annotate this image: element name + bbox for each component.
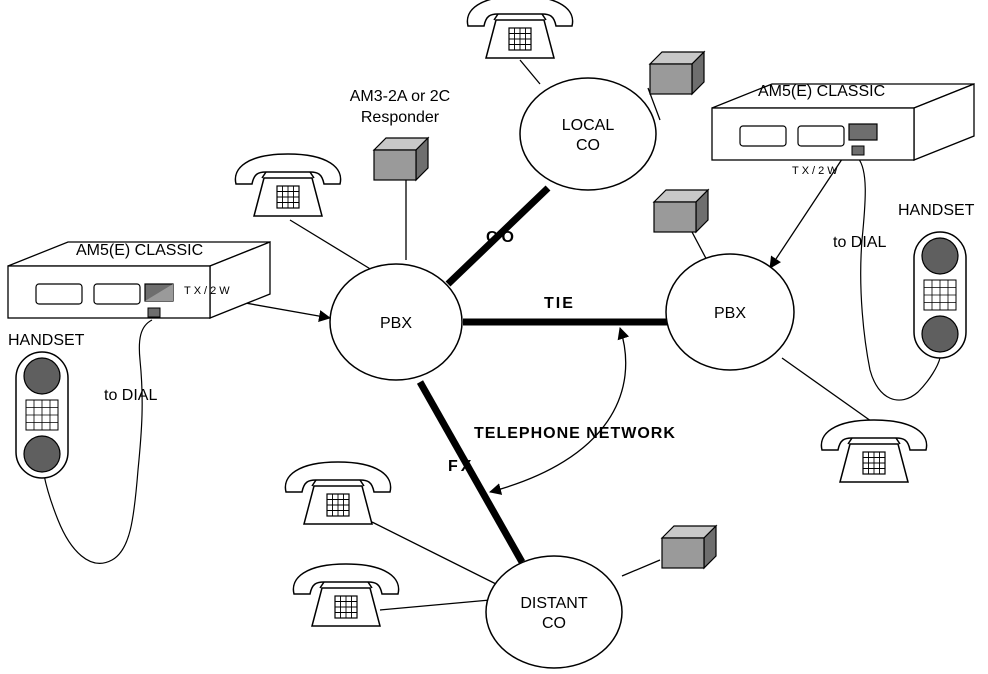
left-dial-cord: [43, 319, 153, 564]
local-co-label-line2: CO: [576, 137, 600, 154]
telephone-icon: [466, 0, 574, 59]
right-pbx-label: PBX: [714, 305, 746, 322]
left-classic-label: AM5(E) CLASSIC: [76, 242, 203, 259]
equipment-box-icon: [661, 525, 717, 569]
left-pbx-label: PBX: [380, 315, 412, 332]
handset-right-label: HANDSET: [898, 202, 975, 219]
co-trunk: [445, 185, 551, 287]
left-pbx: PBX: [329, 263, 463, 381]
right-am5e-classic-unit: [711, 83, 975, 161]
telephone-icon: [284, 461, 392, 525]
equipment-box-icon: [653, 189, 709, 233]
right-dial-cord: [857, 157, 941, 401]
right-pbx: PBX: [665, 253, 795, 371]
left-handset-icon: [15, 351, 69, 479]
trunk-lines: [416, 185, 668, 564]
distant-co-label-line2: CO: [542, 615, 566, 632]
responder-label-line1: AM3-2A or 2C: [350, 88, 450, 105]
handset-left-label: HANDSET: [8, 332, 85, 349]
local-co-label-line1: LOCAL: [562, 117, 615, 134]
connection-lines: [289, 59, 879, 611]
fx-link-label: FX: [448, 458, 474, 475]
right-classic-label: AM5(E) CLASSIC: [758, 83, 885, 100]
distant-co-label-line1: DISTANT: [520, 595, 587, 612]
local-co: LOCAL CO: [519, 77, 657, 191]
tx2w-left-label: TX/2W: [184, 285, 233, 297]
fx-trunk: [416, 380, 526, 564]
distant-co: DISTANT CO: [485, 555, 623, 669]
co-link-label: CO: [486, 229, 518, 246]
responder-label-line2: Responder: [361, 109, 440, 126]
equipment-box-icon: [649, 51, 705, 95]
dial-cords: [43, 157, 941, 564]
left-am5e-classic-unit: [7, 241, 271, 319]
tx2w-right-label: TX/2W: [792, 165, 841, 177]
telephone-icon: [820, 419, 928, 483]
telephone-network-arrow: [489, 327, 630, 495]
responder-box-icon: [373, 137, 429, 181]
telephone-icon: [292, 563, 400, 627]
right-handset-icon: [913, 231, 967, 359]
telephone-network-label: TELEPHONE NETWORK: [474, 425, 676, 442]
to-dial-left-label: to DIAL: [104, 387, 157, 404]
to-dial-right-label: to DIAL: [833, 234, 886, 251]
tie-link-label: TIE: [544, 295, 575, 312]
telephone-icon: [234, 153, 342, 217]
